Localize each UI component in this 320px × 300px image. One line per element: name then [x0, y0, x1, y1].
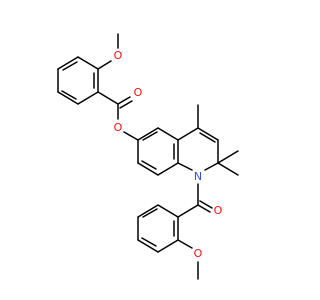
background [0, 0, 300, 300]
bond [137, 204, 159, 218]
carbonyl-double-bond [197, 204, 211, 213]
carbonyl-double-bond [117, 96, 131, 105]
methyl-bond [217, 150, 239, 164]
bond [157, 127, 179, 141]
bond [157, 239, 179, 253]
carbonyl-double-bond [119, 100, 133, 109]
bond [137, 239, 159, 253]
bond [77, 56, 99, 70]
atom-label-oxygen: O [114, 49, 123, 62]
bond [204, 162, 219, 171]
bond [97, 91, 119, 105]
bond [157, 204, 179, 218]
bond [77, 91, 99, 105]
benzo-ring [137, 127, 179, 176]
carbonyl-double-bond [199, 200, 213, 209]
bond [177, 162, 193, 171]
bond [157, 162, 179, 176]
atom-label-nitrogen: N [194, 170, 202, 183]
bond [57, 56, 79, 70]
aromatic-double-bond [62, 61, 78, 71]
bond [177, 204, 199, 218]
molecule-canvas: O O O N O O [0, 0, 300, 300]
dihydro-ring [177, 127, 219, 171]
aromatic-double-bond [141, 160, 157, 170]
structure-diagram: O O O N O O [0, 0, 300, 300]
atom-label-oxygen: O [134, 86, 143, 99]
bond [97, 60, 112, 70]
bond [57, 91, 79, 105]
bond [123, 131, 139, 141]
methyl-bond [217, 162, 239, 176]
bond [137, 162, 159, 176]
bond [177, 127, 199, 141]
aromatic-double-bond [141, 237, 157, 247]
atom-label-oxygen: O [194, 247, 203, 260]
bond [177, 239, 193, 249]
aromatic-double-bond [142, 208, 158, 218]
bond [197, 127, 219, 141]
bond [137, 127, 159, 141]
atom-label-oxygen: O [114, 121, 123, 134]
atom-label-oxygen: O [214, 204, 223, 217]
aromatic-double-bond [142, 131, 158, 141]
top-benzene-ring [57, 56, 99, 105]
aromatic-double-bond [61, 90, 77, 100]
bottom-benzene-ring [137, 204, 179, 253]
ring-double-bond [199, 132, 216, 143]
